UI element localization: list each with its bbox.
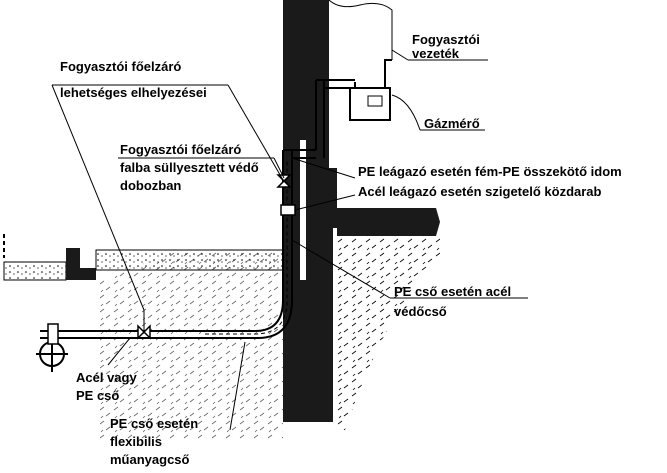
label-pe-sleeve-2: védőcső [394, 304, 447, 319]
soil-hatching [100, 236, 440, 440]
label-consumer-pipe-1: Fogyasztói [412, 32, 480, 47]
label-shutoff-box-1: Fogyasztói főelzáró [120, 142, 241, 157]
shutoff-valve-riser [276, 174, 292, 188]
label-pe-flex-1: PE cső esetén [110, 416, 198, 431]
label-steel-or-pe-1: Acél vagy [76, 370, 137, 385]
label-pe-fitting: PE leágazó esetén fém-PE összekötő idom [358, 164, 622, 179]
shutoff-valve-underground [137, 310, 151, 340]
building-wall [283, 0, 440, 422]
gas-pipe [40, 79, 355, 339]
label-pe-sleeve-1: PE cső esetén acél [394, 284, 511, 299]
building-outline [328, 0, 393, 60]
label-shutoff-box-2: falba süllyesztett védő [120, 160, 259, 175]
label-shutoff-box-3: dobozban [120, 178, 181, 193]
leader-lines [51, 49, 528, 431]
label-steel-fitting: Acél leágazó esetén szigetelő közdarab [358, 184, 602, 199]
label-shutoff-locations-1: Fogyasztói főelzáró [60, 59, 181, 74]
labels: Fogyasztói vezeték Fogyasztói főelzáró l… [60, 32, 622, 467]
label-gas-meter: Gázmérő [424, 116, 480, 131]
label-steel-or-pe-2: PE cső [76, 388, 119, 403]
gas-meter [349, 59, 392, 121]
label-consumer-pipe-2: vezeték [412, 46, 460, 61]
label-pe-flex-3: műanyagcső [110, 452, 190, 467]
insulating-fitting [280, 204, 296, 216]
label-shutoff-locations-2: lehetséges elhelyezései [60, 85, 207, 100]
main-pipe-cross-section [36, 323, 68, 372]
label-pe-flex-2: flexibilis [110, 434, 162, 449]
